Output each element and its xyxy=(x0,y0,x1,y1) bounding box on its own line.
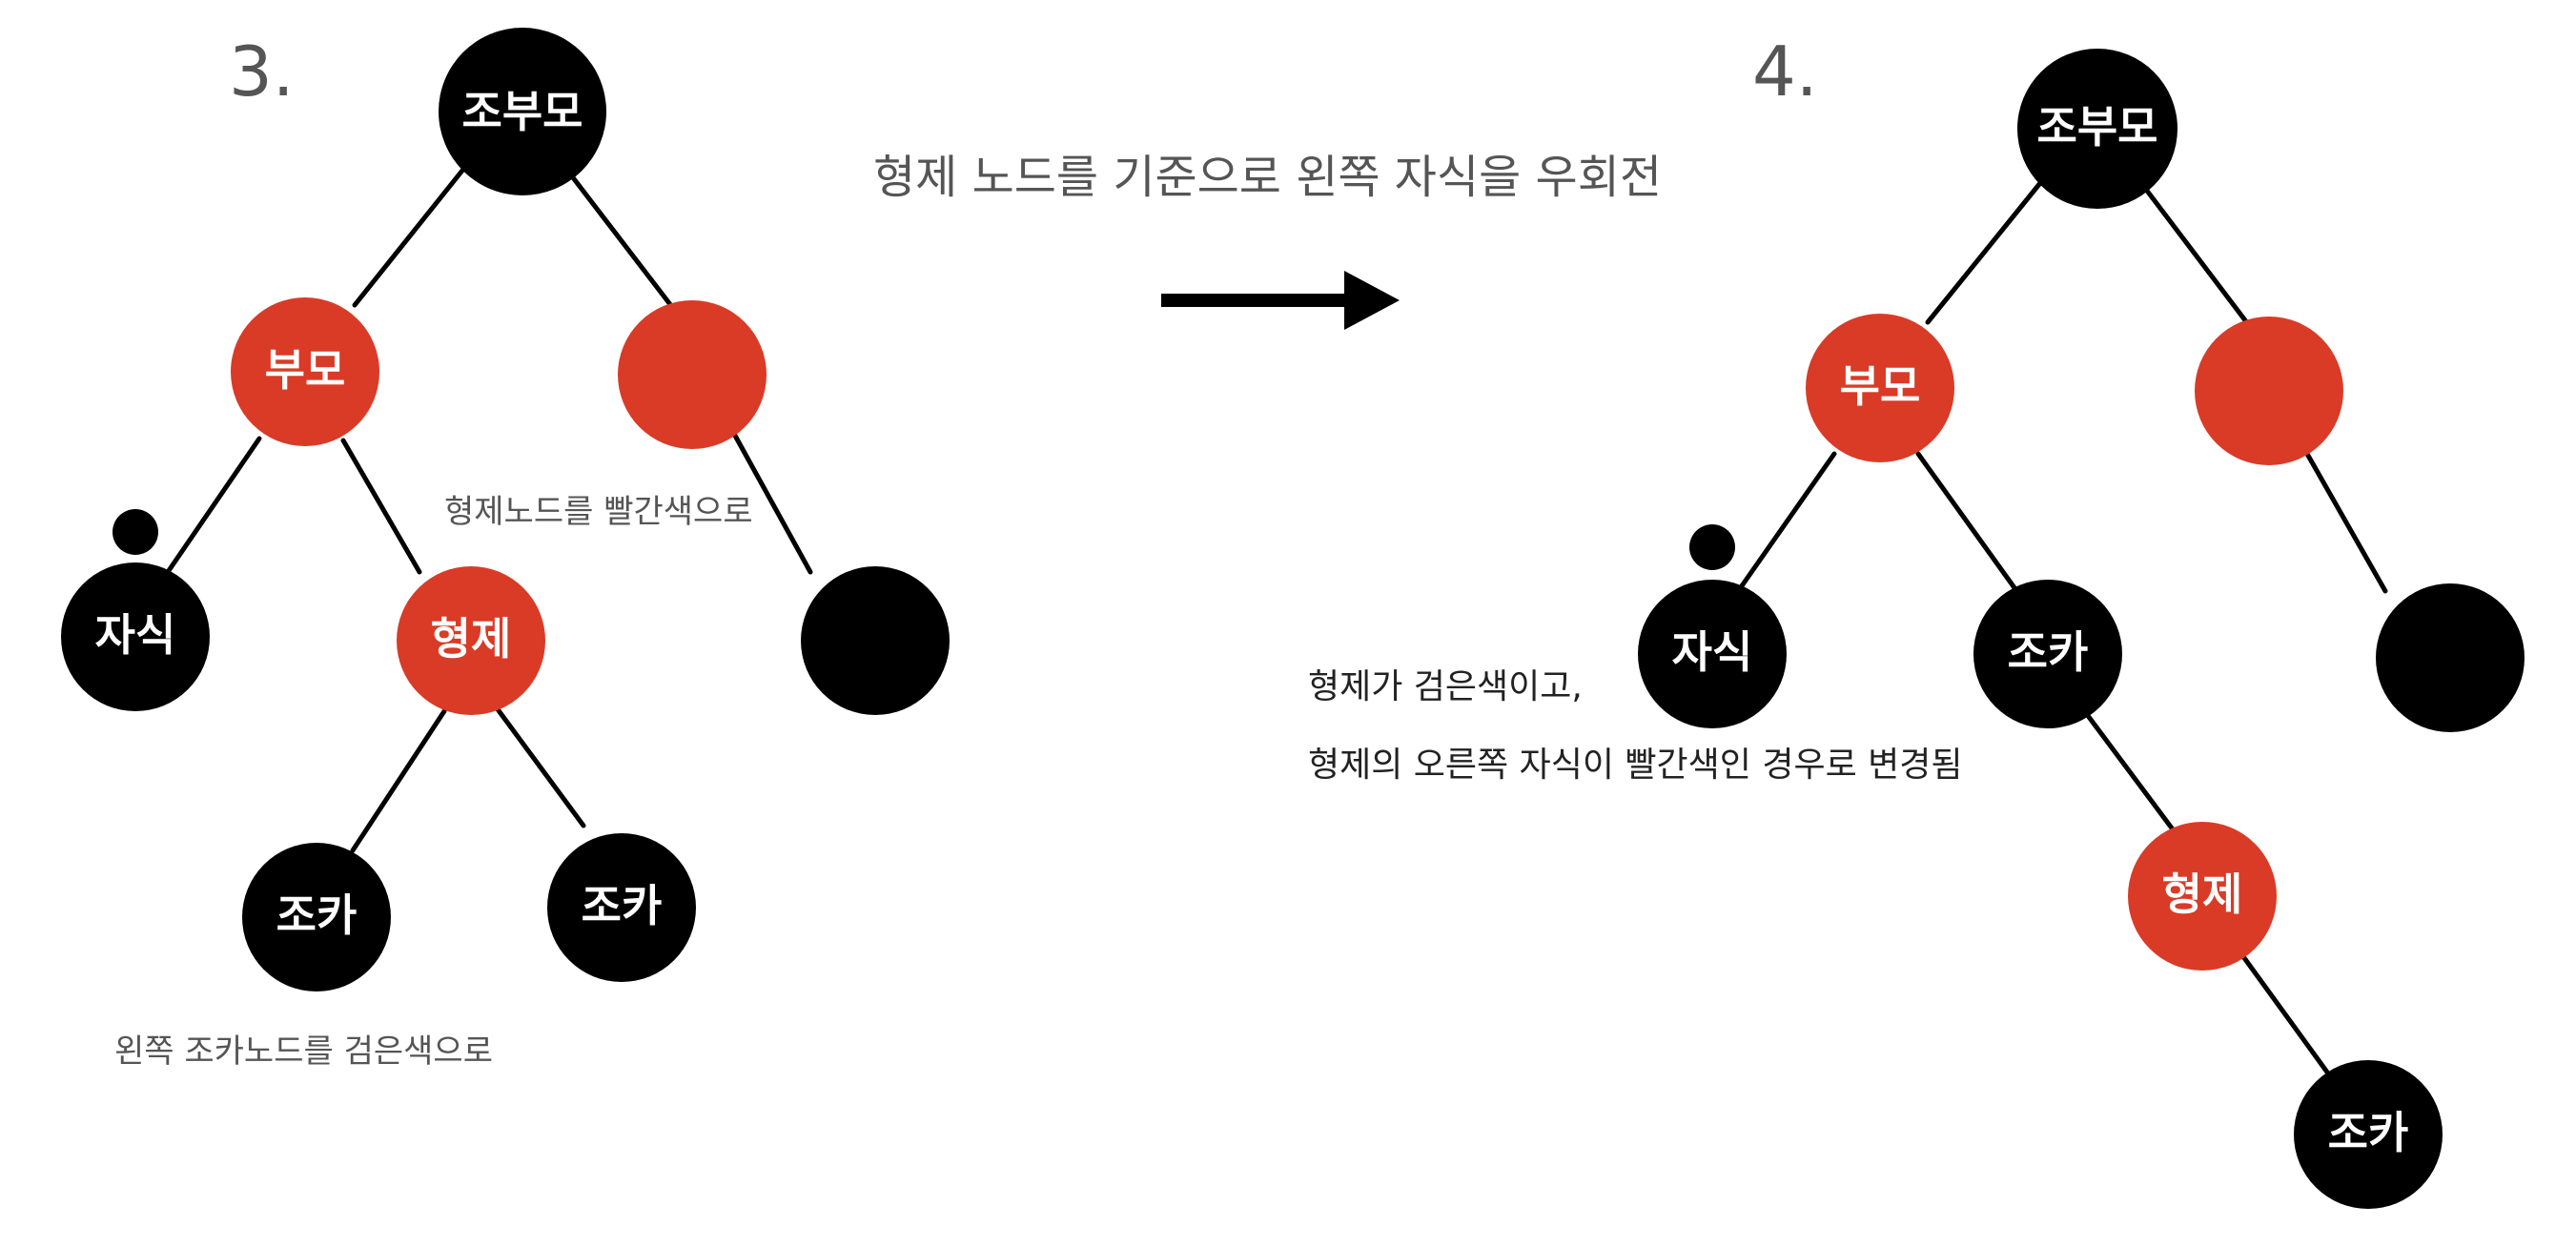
step-3-number: 3. xyxy=(229,31,295,112)
node-label: 조부모 xyxy=(462,86,583,137)
node-label: 조카 xyxy=(276,889,358,941)
node-circle xyxy=(439,28,606,195)
node-label: 자식 xyxy=(95,609,176,661)
node-grandparent: 조부모 xyxy=(2017,49,2177,209)
note-line-2: 형제의 오른쪽 자식이 빨간색인 경우로 변경됨 xyxy=(1308,746,1963,785)
node-label: 조카 xyxy=(2008,626,2089,678)
node-sibling: 형제 xyxy=(397,566,545,715)
node-uncle-child xyxy=(801,566,950,715)
edge-sibling-nephew-left xyxy=(350,708,447,853)
node-label: 자식 xyxy=(1672,626,1753,678)
step-4-diagram: 4. 조부모 부모 자식 조카 xyxy=(1308,31,2525,1209)
node-label: 조카 xyxy=(582,880,663,931)
node-label: 조카 xyxy=(2328,1107,2409,1158)
note-sibling-to-red: 형제노드를 빨간색으로 xyxy=(444,493,753,531)
node-label: 부모 xyxy=(1840,360,1921,412)
node-circle xyxy=(2195,317,2343,465)
arrow-head xyxy=(1344,271,1400,330)
edge-parent-child xyxy=(165,436,262,575)
edge-grandparent-uncle xyxy=(2144,188,2251,327)
transition-title: 형제 노드를 기준으로 왼쪽 자식을 우회전 xyxy=(873,151,1662,204)
edge-uncle-uncle-child xyxy=(731,431,813,575)
edge-grandparent-uncle xyxy=(569,174,675,310)
node-child: 자식 xyxy=(61,562,210,711)
node-nephew-left: 조카 xyxy=(242,843,391,991)
note-line-1: 형제가 검은색이고, xyxy=(1308,667,1583,706)
node-circle xyxy=(397,566,545,715)
note-left-nephew-to-black: 왼쪽 조카노드를 검은색으로 xyxy=(114,1032,493,1071)
edge-sibling-nephew-right xyxy=(495,706,586,828)
edge-parent-child xyxy=(1738,451,1837,590)
node-circle xyxy=(1638,580,1787,728)
arrow-right-icon xyxy=(1161,271,1400,330)
node-circle xyxy=(1806,314,1954,462)
edge-grandparent-parent xyxy=(1925,180,2043,325)
node-circle xyxy=(2017,49,2177,209)
node-circle xyxy=(2376,583,2525,732)
node-circle xyxy=(2294,1060,2443,1209)
edge-nephew-top-sibling xyxy=(2083,710,2178,836)
marker-circle xyxy=(1689,524,1735,570)
step-3-diagram: 3. 조부모 부모 자식 형제 xyxy=(61,28,950,1071)
node-label: 조부모 xyxy=(2037,101,2158,153)
node-circle xyxy=(1973,580,2122,728)
node-nephew-top: 조카 xyxy=(1973,580,2122,728)
node-label: 형제 xyxy=(431,613,512,664)
arrow-shaft xyxy=(1161,294,1348,307)
node-circle xyxy=(242,843,391,991)
node-nephew-bottom: 조카 xyxy=(2294,1060,2443,1209)
node-circle xyxy=(2128,822,2277,971)
double-black-marker xyxy=(112,509,158,555)
edge-parent-nephew-top xyxy=(1915,451,2018,592)
edge-sibling-nephew-bottom xyxy=(2239,952,2331,1076)
edge-grandparent-parent xyxy=(352,164,468,308)
node-circle xyxy=(618,300,767,449)
node-uncle xyxy=(618,300,767,449)
double-black-marker xyxy=(1689,524,1735,570)
node-uncle-child xyxy=(2376,583,2525,732)
node-child: 자식 xyxy=(1638,580,1787,728)
node-uncle xyxy=(2195,317,2343,465)
node-grandparent: 조부모 xyxy=(439,28,606,195)
node-parent: 부모 xyxy=(231,297,379,446)
node-label: 부모 xyxy=(265,344,346,396)
marker-circle xyxy=(112,509,158,555)
node-sibling: 형제 xyxy=(2128,822,2277,971)
node-parent: 부모 xyxy=(1806,314,1954,462)
node-nephew-right: 조카 xyxy=(547,833,696,982)
node-label: 형제 xyxy=(2162,869,2243,920)
edge-parent-sibling xyxy=(340,438,422,575)
node-circle xyxy=(231,297,379,446)
transition: 형제 노드를 기준으로 왼쪽 자식을 우회전 xyxy=(873,151,1662,330)
node-circle xyxy=(801,566,950,715)
step-4-number: 4. xyxy=(1752,31,1818,112)
edge-uncle-uncle-child xyxy=(2304,451,2388,594)
node-circle xyxy=(61,562,210,711)
node-circle xyxy=(547,833,696,982)
